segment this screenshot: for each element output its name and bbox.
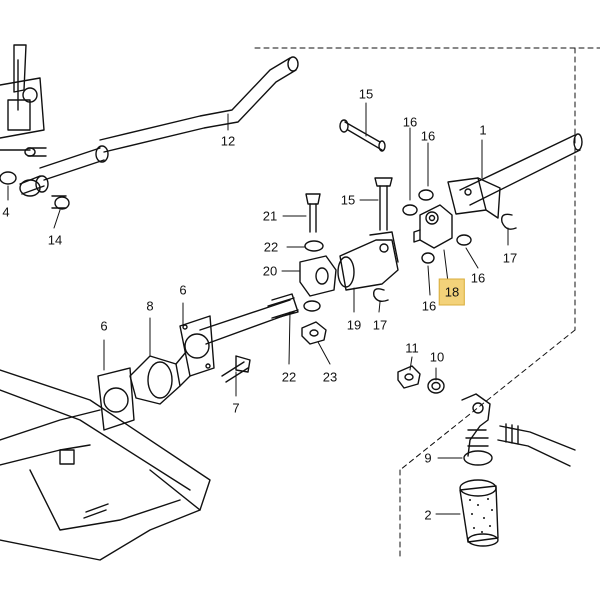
bolt-21: [305, 193, 321, 233]
nut-23: [301, 321, 327, 345]
nut-11: [397, 365, 421, 389]
callout-6-upper: 6: [179, 282, 187, 298]
o-rings-16: [402, 189, 472, 264]
coupling-19: [337, 231, 399, 291]
clamp-20: [299, 255, 337, 297]
callout-14: 14: [47, 232, 63, 248]
callout-19: 19: [346, 317, 362, 333]
callout-16-right: 16: [470, 270, 486, 286]
callout-17-center: 17: [372, 317, 388, 333]
upper-left-lever-assembly: [0, 44, 45, 151]
flange-6-lower: [97, 367, 135, 431]
bolt-7: [221, 355, 251, 383]
callout-21: 21: [262, 208, 278, 224]
callout-15-upper: 15: [358, 86, 374, 102]
washer-22-upper: [304, 240, 324, 252]
lever-end-9: [461, 393, 493, 466]
hose-fitting: [497, 423, 576, 467]
circlip-17-right: [501, 213, 517, 230]
linkage-rod-12: [39, 56, 299, 181]
circlip-17-center: [373, 288, 389, 303]
callout-11: 11: [405, 340, 419, 356]
callout-23: 23: [322, 369, 338, 385]
leader-lines: [7, 102, 509, 515]
callout-16-lower: 16: [421, 298, 437, 314]
universal-joint-8: [129, 351, 191, 405]
callout-16-upper-right: 16: [420, 128, 436, 144]
callout-9: 9: [424, 450, 432, 466]
callout-20: 20: [262, 263, 278, 279]
callout-1: 1: [479, 122, 487, 138]
callout-4: 4: [2, 204, 10, 220]
callout-12: 12: [220, 133, 236, 149]
boot-2: [459, 479, 499, 547]
callout-18-highlighted: 18: [438, 278, 466, 306]
shift-rod-1: [447, 133, 583, 219]
chassis-frame: [0, 369, 211, 561]
callout-8: 8: [146, 298, 154, 314]
callout-22-upper: 22: [263, 239, 279, 255]
callout-2: 2: [424, 507, 432, 523]
main-shaft: [179, 293, 299, 377]
joint-18: [413, 204, 453, 249]
washer-10: [427, 378, 445, 394]
callout-17-right: 17: [502, 250, 518, 266]
pin-15-upper: [339, 119, 386, 152]
callout-10: 10: [429, 349, 445, 365]
dashed-frame: [254, 47, 600, 561]
callout-7: 7: [232, 400, 240, 416]
callout-15-lower: 15: [340, 192, 356, 208]
bushing-parts: [0, 147, 70, 210]
callout-16-upper-left: 16: [402, 114, 418, 130]
pin-15-lower: [374, 177, 393, 231]
callout-22-lower: 22: [281, 369, 297, 385]
washer-22-lower: [303, 300, 321, 312]
callout-6-lower: 6: [100, 318, 108, 334]
